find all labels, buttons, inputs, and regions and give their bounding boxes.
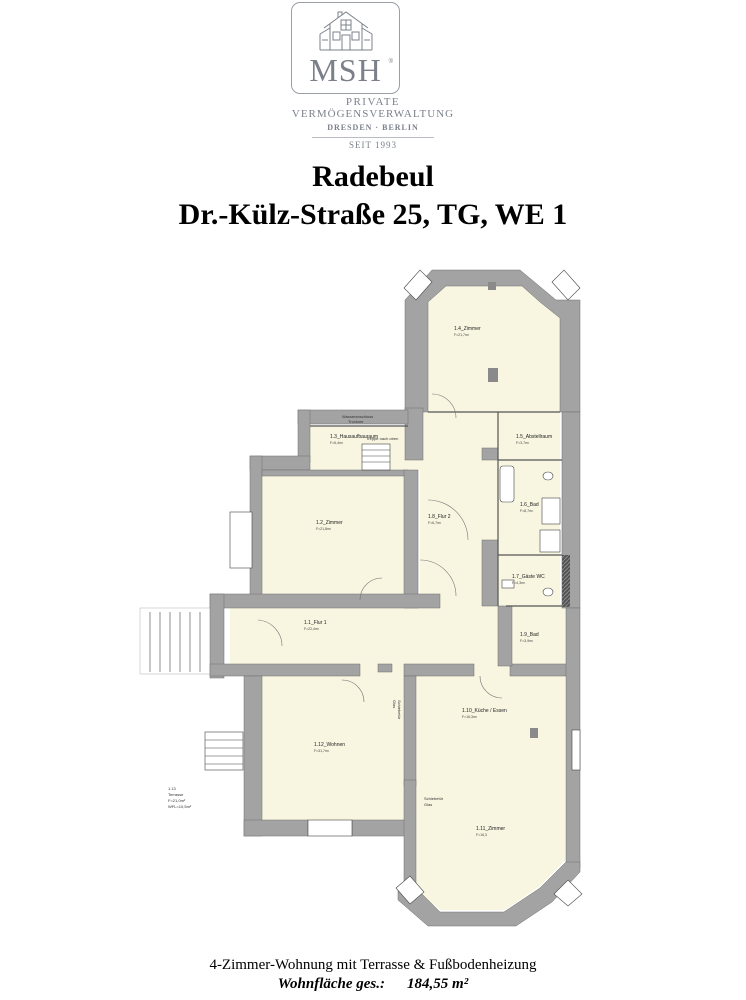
stairs	[149, 443, 391, 771]
area-1-8: F=6,7m²	[428, 521, 442, 525]
house-logo-icon	[319, 11, 373, 51]
company-logo: MSH ®	[291, 2, 400, 94]
shaft-hatch	[562, 555, 570, 607]
footer-description: 4-Zimmer-Wohnung mit Terrasse & Fußboden…	[209, 957, 537, 973]
partitions	[310, 411, 566, 607]
area-1-5: F=3,7m²	[516, 441, 530, 445]
title-city: Radebeul	[312, 160, 434, 193]
floor-plan: 1.4_Zimmer F=21,7m² 1.5_Abstellraum F=3,…	[139, 269, 583, 927]
brand-line-4: SEIT 1993	[348, 140, 398, 150]
area-1-9: F=3,9m²	[520, 639, 534, 643]
area-1-2: F=21,8m²	[316, 527, 332, 531]
note-sliding-door-2: Schiebetür	[424, 796, 444, 801]
title-address: Dr.-Külz-Straße 25, TG, WE 1	[178, 198, 568, 231]
area-1-6: F=8,7m²	[520, 509, 534, 513]
label-1-1: 1.1_Flur 1	[304, 620, 327, 626]
label-1-6: 1.6_Bad	[520, 502, 539, 508]
columns	[488, 282, 538, 738]
note-stairs: Treppe nach oben	[366, 436, 398, 441]
note-sliding-door-1: Schiebetür	[397, 700, 402, 720]
area-1-4: F=21,7m²	[454, 333, 470, 337]
windows	[229, 269, 583, 907]
note-sliding-door-2-glass: Glas	[424, 802, 432, 807]
terrace-area: F=21,0m²	[168, 798, 186, 803]
terrace-label: Terrasse	[168, 792, 184, 797]
note-dryer: Trockner	[348, 419, 364, 424]
area-1-1: F=22,4m²	[304, 627, 320, 631]
note-water-connection: Wasseranschluss	[342, 414, 373, 419]
label-1-9: 1.9_Bad	[520, 632, 539, 638]
label-1-12: 1.12_Wohnen	[314, 742, 345, 748]
label-1-4: 1.4_Zimmer	[454, 326, 481, 332]
label-1-11: 1.11_Zimmer	[476, 826, 505, 832]
area-1-7: F=4,3m²	[512, 581, 526, 585]
label-1-8: 1.8_Flur 2	[428, 514, 451, 520]
logo-letters: MSH	[309, 52, 382, 88]
area-1-11: F=16,3	[476, 833, 487, 837]
door-swings	[257, 393, 503, 703]
area-1-3: F=6,4m²	[330, 441, 344, 445]
footer-living-area: Wohnfläche ges.: 184,55 m²	[0, 976, 746, 993]
brand-line-3: DRESDEN · BERLIN	[327, 123, 419, 132]
brand-line-2: VERMÖGENSVERWALTUNG	[291, 108, 455, 120]
terrace-living-area: WFL=10,5m²	[168, 804, 192, 809]
living-area-label: Wohnfläche ges.:	[277, 976, 386, 992]
label-1-10: 1.10_Küche / Essen	[462, 708, 507, 714]
brand-divider	[312, 137, 434, 138]
room-labels: 1.4_Zimmer F=21,7m² 1.5_Abstellraum F=3,…	[168, 326, 552, 837]
label-1-2: 1.2_Zimmer	[316, 520, 343, 526]
sanitary-fixtures	[499, 465, 561, 597]
label-1-3: 1.3_Hausaufbauraum	[330, 434, 378, 440]
area-1-12: F=31,7m²	[314, 749, 330, 753]
terrace-number: 1.13	[168, 786, 177, 791]
label-1-7: 1.7_Gäste WC	[512, 574, 545, 580]
living-area-value: 184,55 m²	[407, 976, 469, 992]
label-1-5: 1.5_Abstellraum	[516, 434, 552, 440]
note-sliding-door-1-glass: Glas	[392, 700, 397, 708]
area-1-10: F=16,3m²	[462, 715, 478, 719]
registered-mark: ®	[388, 59, 393, 65]
brand-line-1: PRIVATE	[345, 96, 401, 108]
